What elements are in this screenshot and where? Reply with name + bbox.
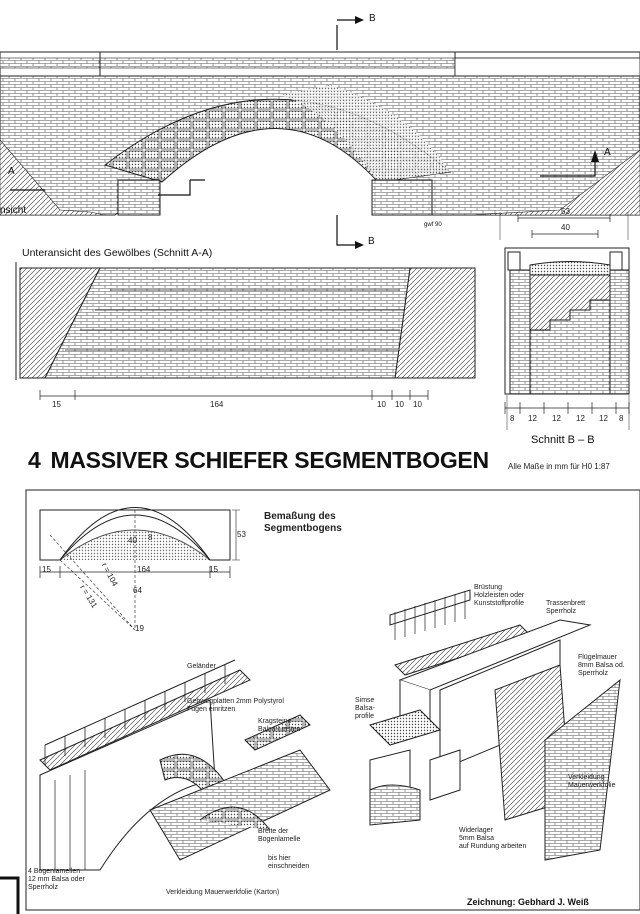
section-bb-dim-b3: 12 xyxy=(552,414,561,423)
label-bogenlamellen: 4 Bogenlamellen 12 mm Balsa oder Sperrho… xyxy=(28,868,85,891)
drawing-signature: gwf 90 xyxy=(424,222,442,228)
label-simse: Simse Balsa- profile xyxy=(355,697,375,720)
underside-dim-4: 10 xyxy=(395,400,404,409)
dim-53: 53 xyxy=(237,530,246,539)
heading-number: 4 xyxy=(28,447,41,473)
dim-164: 164 xyxy=(137,565,151,574)
label-gehwegplatten: Gehwegplatten 2mm Polystyrol Fugen einri… xyxy=(187,698,284,713)
label-trassenbrett: Trassenbrett Sperrholz xyxy=(546,600,586,615)
dim-15-right: 15 xyxy=(209,565,218,574)
label-fluegelmauer: Flügelmauer 8mm Balsa od. Sperrholz xyxy=(578,654,625,677)
label-bruestung: Brüstung Holzleisten oder Kunststoffprof… xyxy=(474,584,525,607)
underside-dim-5: 10 xyxy=(413,400,422,409)
dim-64: 64 xyxy=(133,586,142,595)
section-bb-dim-b4: 12 xyxy=(576,414,585,423)
section-a-marker-left: A xyxy=(8,166,15,177)
exploded-view-arch xyxy=(39,659,331,871)
section-bb-dim-53: 53 xyxy=(561,207,570,216)
label-verkleidung-karton: Verkleidung Mauerwerkfolie (Karton) xyxy=(166,889,280,896)
underside-view xyxy=(15,262,476,400)
dim-40: 40 xyxy=(128,536,137,545)
dim-19: 19 xyxy=(135,624,144,633)
construction-panel xyxy=(25,489,640,911)
elevation-label: nsicht xyxy=(0,205,27,216)
arch-dimensioning xyxy=(39,507,240,631)
units-note: Alle Maße in mm für H0 1:87 xyxy=(508,462,610,471)
section-bb-title: Schnitt B – B xyxy=(531,434,595,446)
section-a-marker-right: A xyxy=(604,147,611,158)
drawing-credit: Zeichnung: Gebhard J. Weiß xyxy=(467,897,589,907)
dim-8: 8 xyxy=(148,533,153,542)
section-bb-dim-b6: 8 xyxy=(619,414,624,423)
dimensioning-title: Bemaßung des Segmentbogens xyxy=(264,511,342,534)
section-bb-dim-40: 40 xyxy=(561,223,570,232)
section-bb xyxy=(499,212,630,430)
underside-dim-3: 10 xyxy=(377,400,386,409)
exploded-view-bridge xyxy=(369,589,621,861)
section-bb-dim-b1: 8 xyxy=(510,414,515,423)
label-widerlager: Widerlager 5mm Balsa auf Rundung arbeite… xyxy=(459,827,527,850)
label-kragsteine: Kragsteine Balsa-Leisten xyxy=(258,718,301,733)
section-bb-dim-b2: 12 xyxy=(528,414,537,423)
underside-dim-1: 15 xyxy=(52,400,61,409)
section-b-marker-top: B xyxy=(369,13,376,24)
underside-title: Unteransicht des Gewölbes (Schnitt A-A) xyxy=(22,247,213,259)
section-bb-dim-b5: 12 xyxy=(599,414,608,423)
dim-15-left: 15 xyxy=(42,565,51,574)
label-gelaender: Geländer xyxy=(187,663,216,670)
heading-title: MASSIVER SCHIEFER SEGMENTBOGEN xyxy=(50,447,490,473)
underside-dim-2: 164 xyxy=(210,400,224,409)
bridge-elevation xyxy=(0,16,640,249)
page-heading: 4 MASSIVER SCHIEFER SEGMENTBOGEN xyxy=(28,447,489,474)
label-breite: Breite der Bogenlamelle xyxy=(258,828,301,843)
label-verkleidung-folie: Verkleidung Mauerwerkfolie xyxy=(568,774,616,789)
label-einschneiden: bis hier einschneiden xyxy=(268,855,310,870)
section-b-marker-bottom: B xyxy=(368,236,375,247)
